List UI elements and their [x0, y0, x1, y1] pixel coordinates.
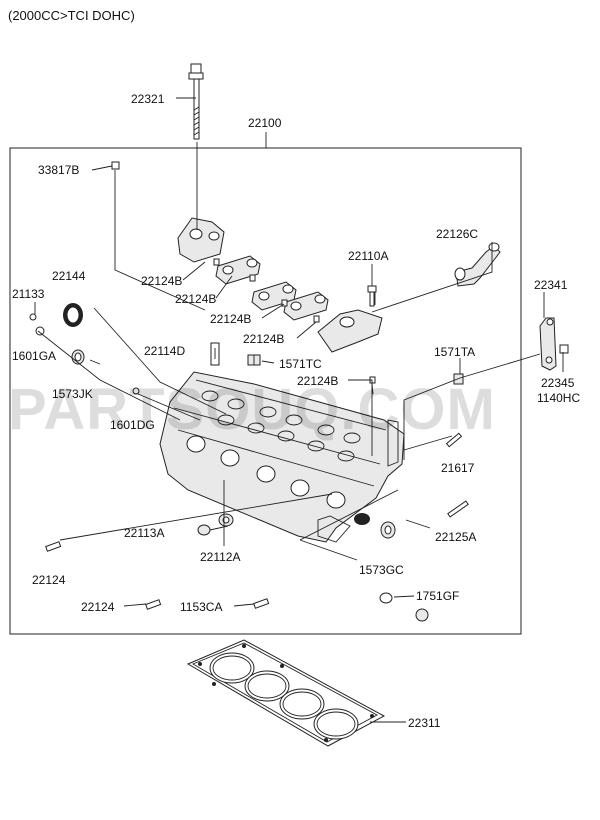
callout-1140hc: 1140HC — [537, 391, 580, 405]
bearing-cap-3-drawing — [251, 281, 297, 311]
callout-33817b: 33817B — [38, 163, 79, 177]
lifting-bracket-drawing — [539, 317, 557, 371]
callout-22124-2: 22124 — [81, 600, 115, 614]
bearing-cap-2-drawing — [215, 255, 261, 285]
callout-22100: 22100 — [248, 116, 282, 130]
callout-22112a: 22112A — [200, 550, 240, 564]
dowel-pins-drawing — [213, 258, 376, 384]
cup-plug-rear-drawing — [380, 521, 396, 539]
callout-22126c: 22126C — [436, 227, 478, 241]
callout-labels: 22321 22100 33817B 22124B 22124B 22124B … — [12, 92, 580, 730]
callout-22124b-4: 22124B — [243, 332, 284, 346]
diagram-header: (2000CC>TCI DOHC) — [8, 8, 135, 23]
cup-plug-drawing — [71, 349, 85, 365]
callout-22113a: 22113A — [124, 526, 164, 540]
valve-stem-seal-drawing — [197, 513, 234, 536]
callout-22110a: 22110A — [348, 249, 388, 263]
bolt-lower-left-drawing — [45, 541, 62, 552]
bolt-1153-drawing — [253, 598, 270, 609]
callout-21617: 21617 — [441, 461, 475, 475]
o-ring-lower-drawing — [379, 592, 393, 604]
plug-drawing — [111, 161, 120, 170]
callout-1601ga: 1601GA — [12, 349, 56, 363]
stud-lower-right-drawing — [447, 500, 469, 518]
leader-lines — [34, 97, 564, 723]
bracket-bolt-drawing — [559, 344, 569, 354]
callout-1573gc: 1573GC — [359, 563, 404, 577]
callout-1573jk: 1573JK — [52, 387, 93, 401]
callout-22124b-5: 22124B — [297, 374, 338, 388]
ring-seal-drawing — [132, 387, 140, 395]
callout-22124-1: 22124 — [32, 573, 66, 587]
rear-bearing-cap-drawing — [317, 285, 383, 353]
bearing-cap-4-drawing — [283, 291, 329, 321]
cylinder-head-drawing — [159, 371, 405, 543]
pin-drawing — [29, 313, 37, 321]
callout-22125a: 22125A — [435, 530, 476, 544]
stud-right-drawing — [445, 432, 463, 448]
hex-plug-drawing — [247, 354, 261, 366]
callout-22114d: 22114D — [144, 344, 185, 358]
callout-22124b-3: 22124B — [210, 312, 251, 326]
bolt-lower-mid-drawing — [145, 599, 162, 610]
callout-1601dg: 1601DG — [110, 418, 155, 432]
oil-seal-drawing — [63, 303, 83, 327]
callout-21133: 21133 — [12, 287, 45, 301]
head-gasket-drawing — [186, 639, 386, 747]
callout-1153ca: 1153CA — [180, 600, 222, 614]
callout-22321: 22321 — [131, 92, 165, 106]
callout-22144: 22144 — [52, 269, 86, 283]
callout-22345: 22345 — [541, 376, 575, 390]
o-ring-drawing — [35, 326, 45, 336]
head-bolt-drawing — [188, 63, 204, 140]
callout-1571tc: 1571TC — [279, 357, 322, 371]
callout-22124b-1: 22124B — [141, 274, 182, 288]
callout-22341: 22341 — [534, 278, 568, 292]
elbow-fitting-drawing — [454, 242, 501, 287]
callout-22124b-2: 22124B — [175, 292, 216, 306]
callout-22311: 22311 — [408, 716, 441, 730]
drain-plug-drawing — [415, 608, 429, 622]
assembly-frame — [9, 147, 522, 635]
callout-1751gf: 1751GF — [416, 589, 459, 603]
callout-1571ta: 1571TA — [434, 345, 475, 359]
bearing-cap-front-drawing — [177, 217, 225, 263]
watermark: PARTSOUQ.COM — [8, 377, 496, 442]
